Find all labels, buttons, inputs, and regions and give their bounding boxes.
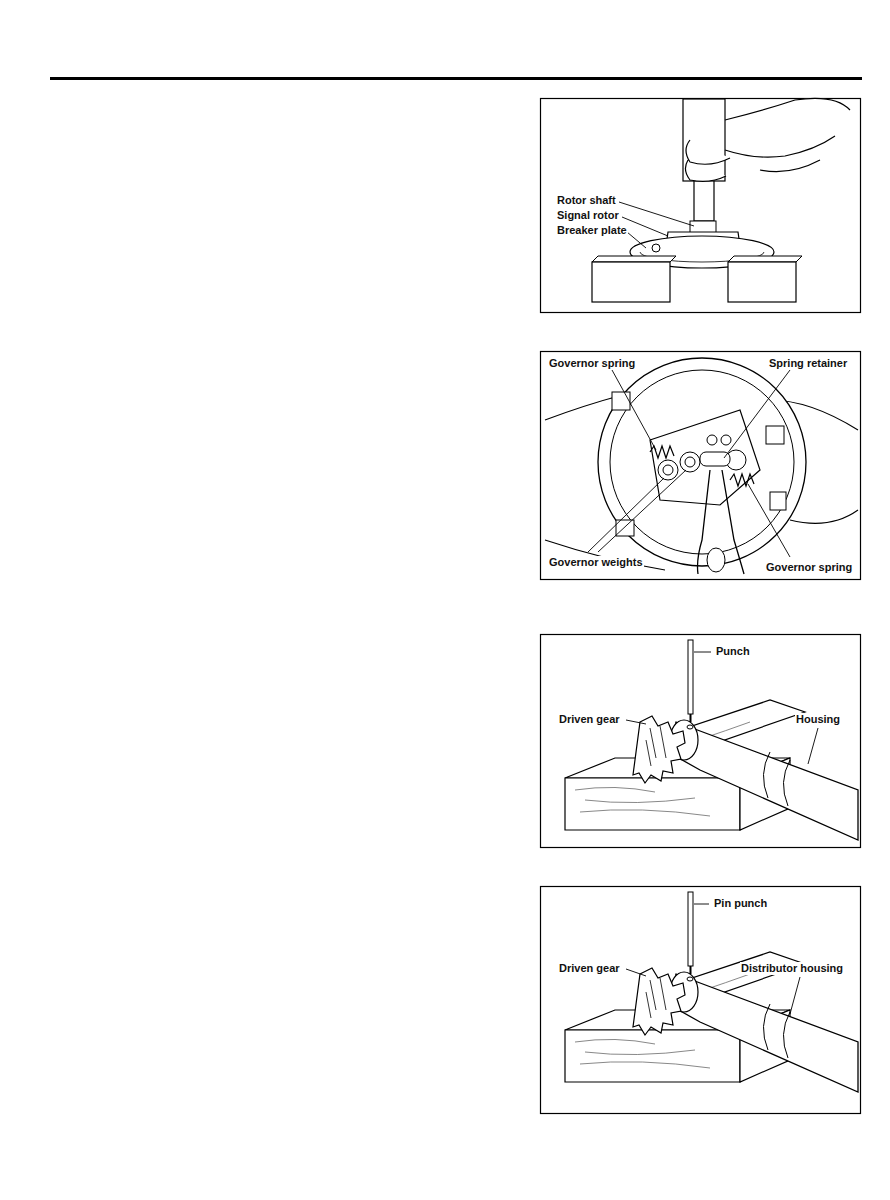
part-label: Driven gear — [558, 962, 621, 975]
part-label: Governor spring — [548, 357, 636, 370]
part-label: Pin punch — [713, 897, 768, 910]
part-label: Signal rotor — [556, 209, 620, 222]
part-label: Punch — [715, 645, 751, 658]
part-label: Distributor housing — [740, 962, 844, 975]
part-label: Driven gear — [558, 713, 621, 726]
part-label: Governor weights — [548, 556, 644, 569]
part-label: Spring retainer — [768, 357, 848, 370]
part-label: Governor spring — [765, 561, 853, 574]
part-label: Rotor shaft — [556, 194, 617, 207]
part-label: Housing — [795, 713, 841, 726]
part-label: Breaker plate — [556, 224, 628, 237]
